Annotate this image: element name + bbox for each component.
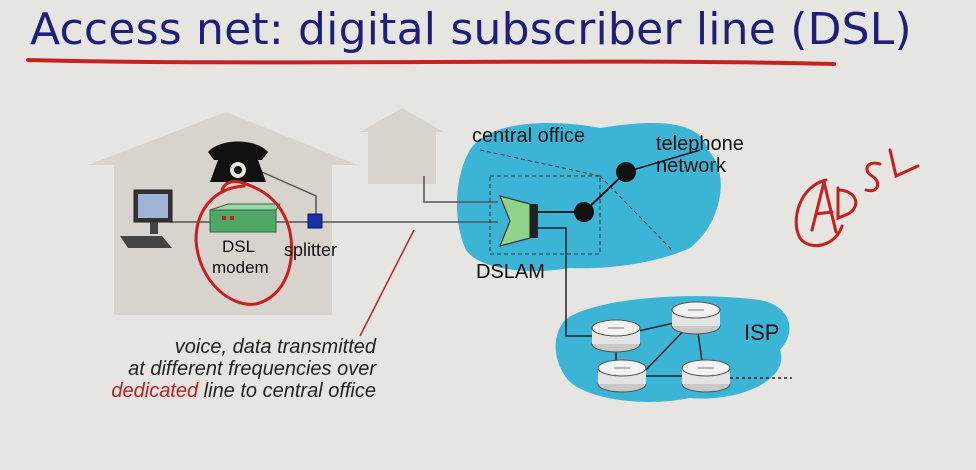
central-office-label: central office — [472, 125, 585, 147]
dedicated-line-pointer — [359, 229, 415, 337]
telephone-network-label: network — [656, 155, 727, 177]
router-icon — [681, 359, 731, 393]
caption-line: dedicated line to central office — [111, 380, 376, 402]
dedicated-highlight: dedicated — [111, 380, 199, 402]
caption-text: voice, data transmitted at different fre… — [111, 336, 376, 402]
small-house — [360, 108, 444, 184]
dslam-label: DSLAM — [476, 261, 545, 283]
dsl-modem-icon — [209, 203, 281, 233]
router-icon — [671, 301, 721, 335]
adsl-handwritten-annotation — [794, 148, 920, 248]
dslam-device — [498, 195, 538, 247]
router-icon — [597, 359, 647, 393]
dsl-modem-label: modem — [212, 258, 269, 277]
splitter-label: splitter — [284, 240, 337, 260]
title-underline-annotation — [26, 58, 836, 66]
modem-circle-annotation — [194, 180, 294, 306]
dsl-modem-label: DSL — [222, 237, 255, 256]
caption-line: at different frequencies over — [128, 358, 376, 380]
isp-label: ISP — [744, 320, 779, 345]
router-icon — [591, 319, 641, 353]
telephone-icon — [208, 141, 268, 182]
slide-title: Access net: digital subscriber line (DSL… — [30, 4, 912, 55]
caption-line: voice, data transmitted — [174, 336, 376, 358]
isp-routers — [591, 301, 792, 393]
splitter-icon — [307, 213, 323, 229]
central-office-box — [489, 175, 601, 255]
telephone-network-label: telephone — [656, 133, 744, 155]
computer-icon — [120, 189, 173, 248]
caption-line-rest: line to central office — [198, 380, 376, 402]
